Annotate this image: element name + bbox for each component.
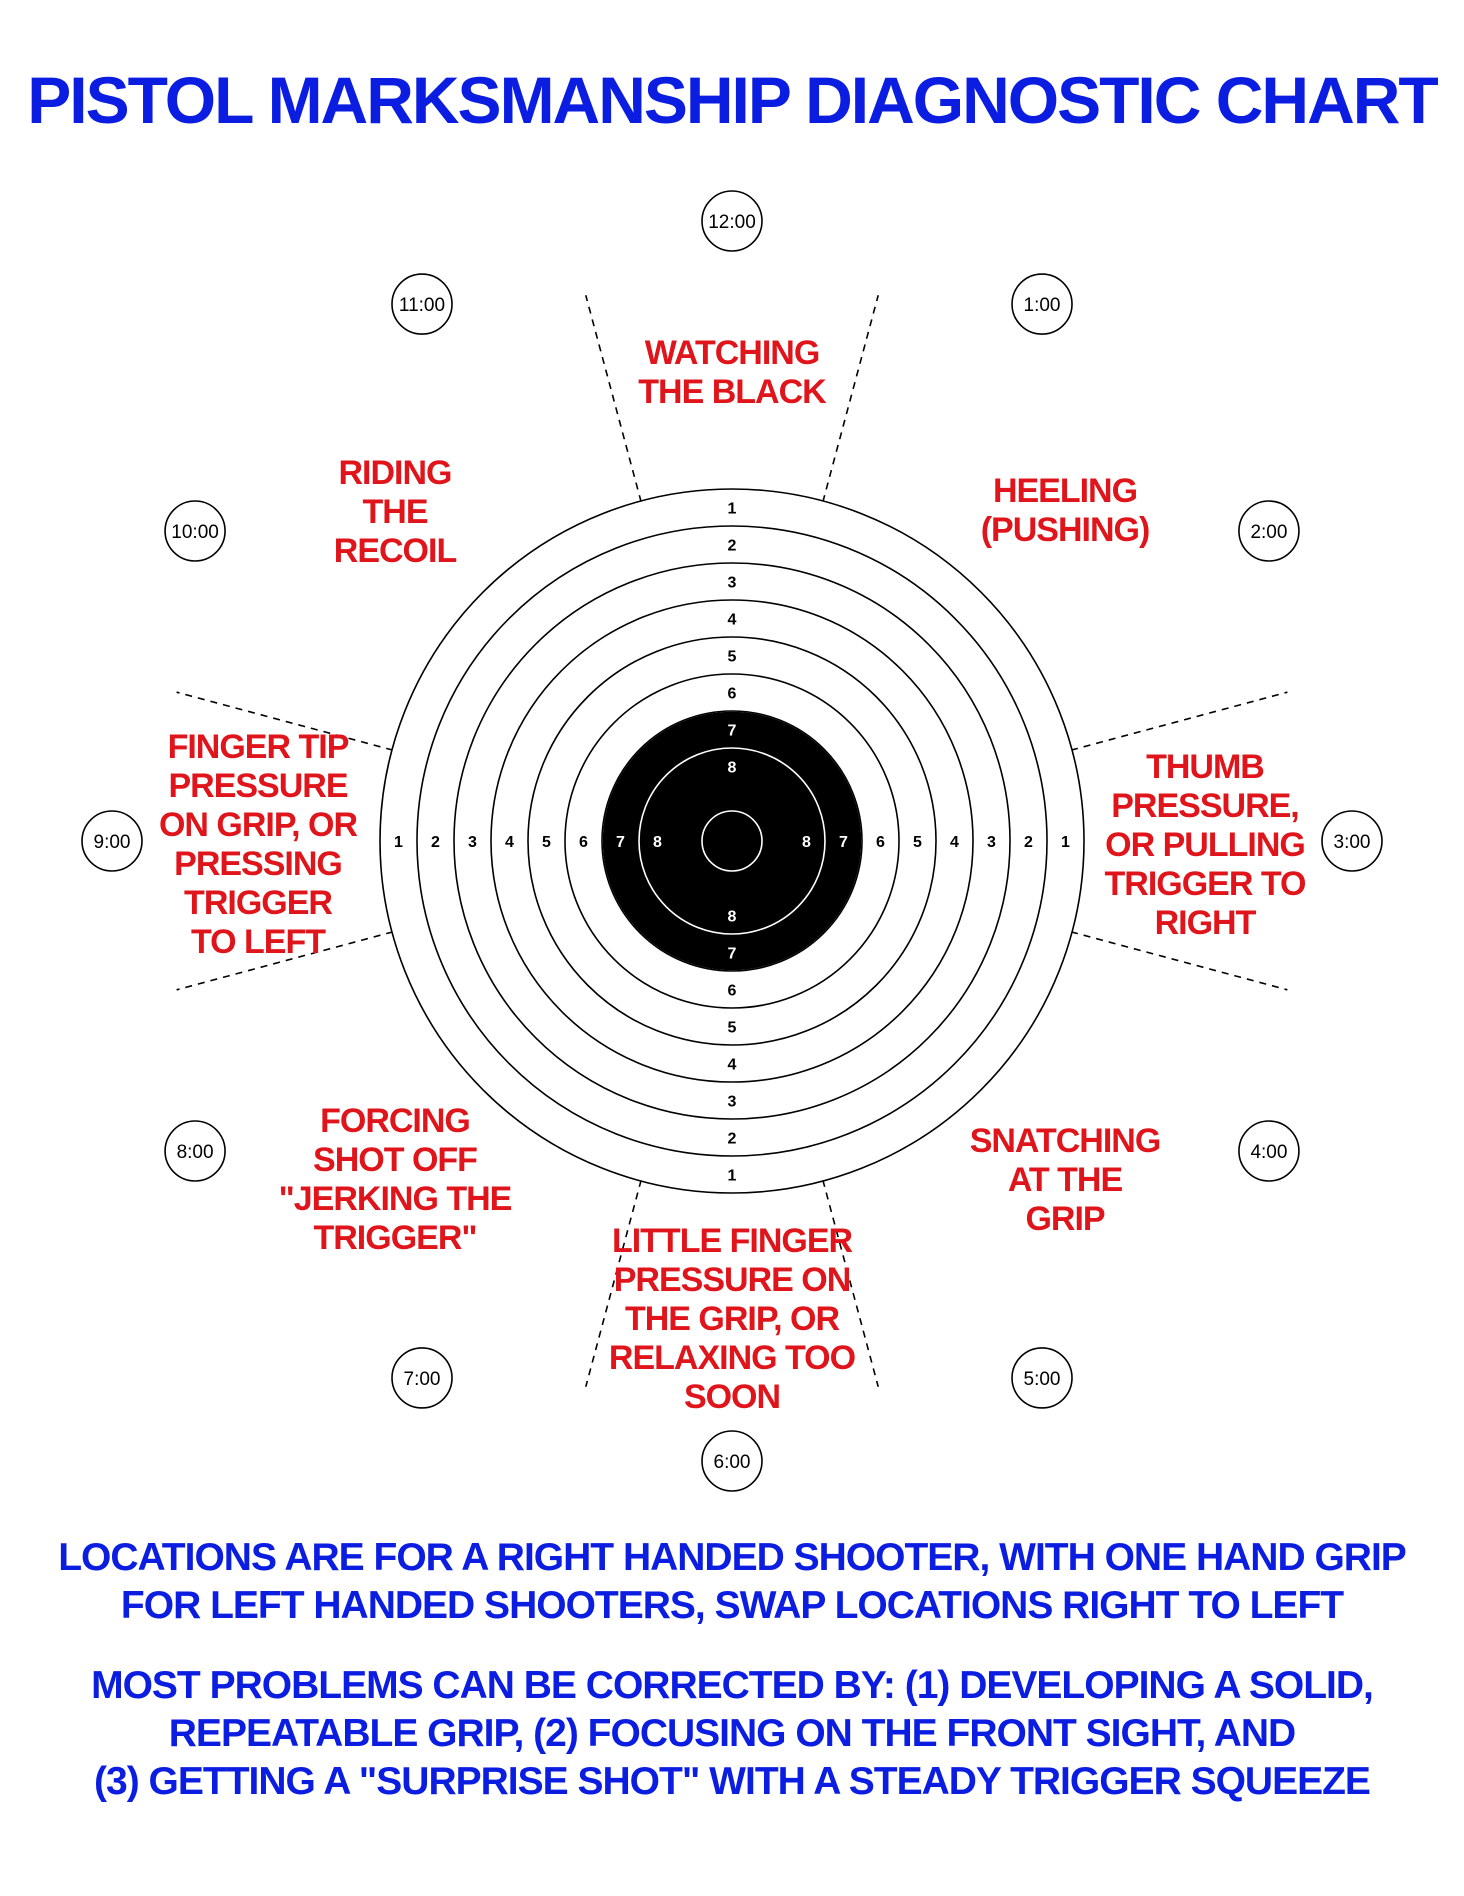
ring-score-label: 3 (987, 834, 996, 851)
ring-score-label: 7 (616, 834, 625, 851)
diagnosis-top: WATCHING THE BLACK (638, 334, 826, 411)
clock-position-marker: 5:00 (1011, 1347, 1073, 1409)
clock-position-marker: 9:00 (81, 810, 143, 872)
ring-score-label: 1 (394, 834, 403, 851)
clock-position-label: 9:00 (94, 832, 131, 853)
corrections-note: MOST PROBLEMS CAN BE CORRECTED BY: (1) D… (91, 1664, 1374, 1803)
clock-position-label: 2:00 (1250, 522, 1287, 543)
clock-position-label: 5:00 (1024, 1369, 1061, 1390)
clock-position-label: 3:00 (1334, 832, 1371, 853)
ring-score-label: 3 (728, 1094, 737, 1111)
ring-score-label: 6 (728, 686, 737, 703)
ring-score-label: 7 (728, 946, 737, 963)
clock-position-marker: 12:00 (701, 190, 763, 252)
ring-score-label: 5 (542, 834, 551, 851)
ring-score-label: 4 (728, 1057, 737, 1074)
ring-score-label: 6 (579, 834, 588, 851)
bullseye-center-ring (701, 810, 763, 872)
clock-position-label: 6:00 (714, 1452, 751, 1473)
clock-position-marker: 6:00 (701, 1430, 763, 1492)
diagnosis-bottom: LITTLE FINGER PRESSURE ON THE GRIP, OR R… (608, 1222, 856, 1416)
clock-position-label: 10:00 (171, 522, 219, 543)
diagnosis-left: FINGER TIP PRESSURE ON GRIP, OR PRESSING… (158, 728, 358, 961)
ring-score-label: 8 (728, 760, 737, 777)
ring-score-label: 6 (728, 983, 737, 1000)
ring-score-label: 8 (653, 834, 662, 851)
ring-score-label: 7 (728, 723, 737, 740)
clock-position-marker: 2:00 (1238, 500, 1300, 562)
diagnosis-bottom-right: SNATCHING AT THE GRIP (969, 1122, 1162, 1238)
clock-position-marker: 3:00 (1321, 810, 1383, 872)
clock-position-marker: 7:00 (391, 1347, 453, 1409)
ring-score-label: 3 (728, 575, 737, 592)
clock-position-label: 1:00 (1024, 295, 1061, 316)
ring-score-label: 2 (431, 834, 440, 851)
clock-position-marker: 10:00 (164, 500, 226, 562)
bullseye-edge (601, 710, 863, 972)
clock-position-marker: 8:00 (164, 1120, 226, 1182)
ring-score-label: 1 (728, 501, 737, 518)
ring-score-label: 2 (728, 538, 737, 555)
ring-score-label: 8 (728, 909, 737, 926)
clock-position-marker: 11:00 (391, 273, 453, 335)
ring-score-label: 4 (950, 834, 959, 851)
target-ring-8 (638, 747, 826, 935)
clock-position-label: 11:00 (399, 295, 445, 316)
diagnosis-top-right: HEELING (PUSHING) (980, 472, 1151, 549)
ring-score-label: 5 (728, 649, 737, 666)
ring-score-label: 1 (728, 1168, 737, 1185)
page-title: PISTOL MARKSMANSHIP DIAGNOSTIC CHART (27, 63, 1438, 137)
diagnosis-right: THUMB PRESSURE, OR PULLING TRIGGER TO RI… (1104, 748, 1307, 942)
clock-position-label: 7:00 (404, 1369, 441, 1390)
ring-score-label: 1 (1061, 834, 1070, 851)
ring-score-label: 6 (876, 834, 885, 851)
diagnosis-top-left: RIDING THE RECOIL (333, 454, 457, 570)
clock-position-label: 12:00 (708, 212, 756, 233)
ring-score-label: 5 (913, 834, 922, 851)
clock-position-label: 4:00 (1250, 1142, 1287, 1163)
handedness-note: LOCATIONS ARE FOR A RIGHT HANDED SHOOTER… (58, 1536, 1407, 1627)
clock-position-marker: 4:00 (1238, 1120, 1300, 1182)
ring-score-label: 4 (505, 834, 514, 851)
ring-score-label: 3 (468, 834, 477, 851)
ring-score-label: 2 (728, 1131, 737, 1148)
ring-score-label: 7 (839, 834, 848, 851)
diagnosis-bottom-left: FORCING SHOT OFF "JERKING THE TRIGGER" (278, 1102, 513, 1257)
clock-position-marker: 1:00 (1011, 273, 1073, 335)
ring-score-label: 5 (728, 1020, 737, 1037)
ring-score-label: 2 (1024, 834, 1033, 851)
clock-position-label: 8:00 (177, 1142, 214, 1163)
ring-score-label: 4 (728, 612, 737, 629)
ring-score-label: 8 (802, 834, 811, 851)
